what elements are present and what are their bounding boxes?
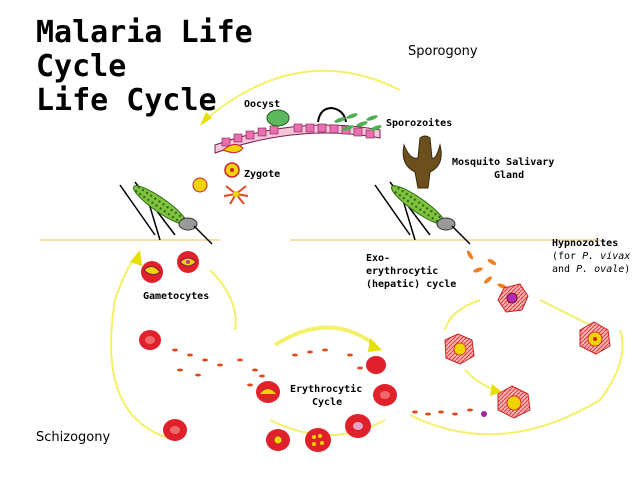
label-exo-line1: Exo- bbox=[366, 253, 391, 264]
mosquito-left-icon bbox=[119, 181, 213, 245]
ookinete-icon bbox=[222, 144, 244, 154]
label-hypnozoites: Hypnozoites bbox=[552, 238, 619, 249]
cycle-arrow-liver-down bbox=[464, 369, 496, 391]
label-erythrocytic-line2: Cycle bbox=[312, 397, 343, 408]
label-exo-line2: erythrocytic bbox=[366, 266, 439, 277]
macrogamete-icon bbox=[192, 177, 208, 193]
cycle-arrow-liver-right bbox=[539, 299, 591, 326]
red-blood-cells bbox=[139, 330, 397, 452]
cycle-arrow-center-top bbox=[273, 325, 377, 347]
sporozoite-icons bbox=[334, 113, 382, 131]
zygote-nucleus-icon bbox=[230, 168, 234, 172]
label-mosquito-gland-line2: Gland bbox=[494, 170, 525, 181]
cycle-arrow-liver bbox=[444, 299, 481, 331]
cycle-arrow-center-head bbox=[368, 338, 382, 352]
cycle-arrow-left bbox=[110, 257, 176, 441]
merozoite-dots bbox=[172, 348, 473, 416]
label-exo-line3: (hepatic) cycle bbox=[366, 279, 457, 290]
mosquito-right-icon bbox=[374, 181, 471, 245]
hypnozoite-sporozoites bbox=[466, 250, 507, 289]
microgamete-icon bbox=[223, 185, 249, 205]
label-sporozoites: Sporozoites bbox=[386, 118, 453, 129]
cycle-arrow-left-head bbox=[130, 250, 142, 266]
label-gametocytes: Gametocytes bbox=[143, 291, 210, 302]
top-arrow-head bbox=[200, 112, 212, 126]
diagram-title: Malaria Life Cycle Life Cycle bbox=[36, 15, 253, 118]
top-cycle-arrow bbox=[204, 69, 401, 121]
label-hypnozoites-note-line1: (for P. vivax bbox=[552, 251, 631, 262]
label-zygote: Zygote bbox=[244, 169, 281, 180]
oocyst-icon bbox=[266, 109, 290, 127]
label-mosquito-gland-line1: Mosquito Salivary bbox=[452, 157, 555, 168]
label-erythrocytic-line1: Erythrocytic bbox=[290, 384, 363, 395]
merozoite-purple-dot bbox=[481, 411, 487, 417]
label-oocyst: Oocyst bbox=[244, 99, 281, 110]
label-sporogony: Sporogony bbox=[408, 44, 478, 59]
oocyst-burst-icon bbox=[317, 106, 347, 123]
label-hypnozoites-note-line2: and P. ovale) bbox=[552, 264, 631, 275]
label-schizogony: Schizogony bbox=[36, 430, 111, 445]
cycle-arrow-right-loop bbox=[409, 329, 624, 436]
cycle-arrow-gametocyte bbox=[209, 269, 237, 331]
salivary-gland-icon bbox=[402, 135, 442, 189]
